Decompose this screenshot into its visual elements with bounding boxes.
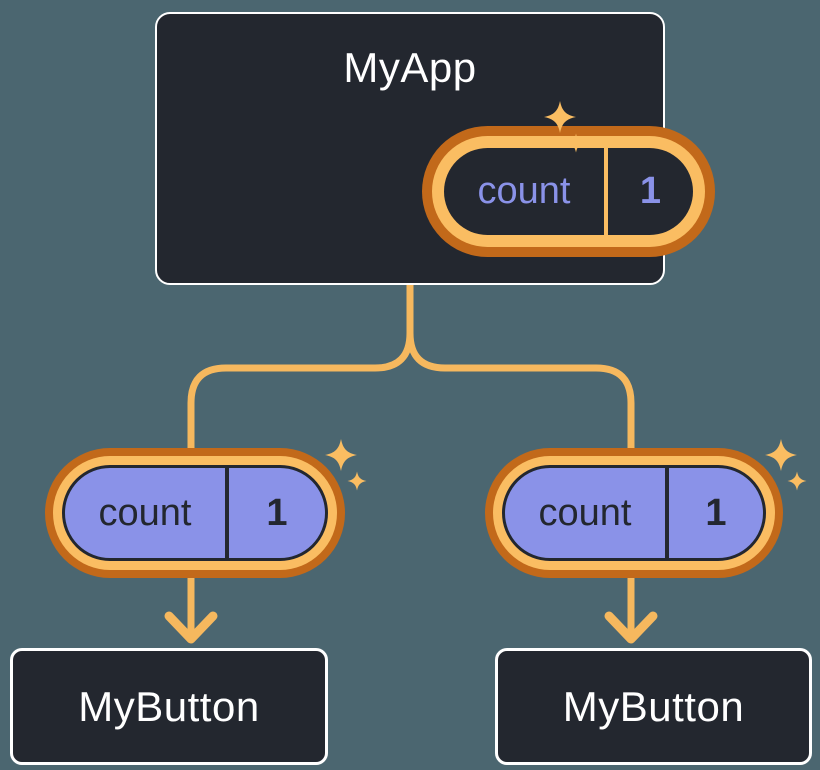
state-badge-content: count 1	[444, 148, 693, 235]
node-myapp-label: MyApp	[343, 44, 477, 91]
arrow-down-icon	[164, 611, 218, 644]
prop-badge-ring: count 1	[493, 456, 775, 570]
prop-value: 1	[705, 491, 727, 534]
prop-divider	[225, 468, 229, 558]
prop-badge-left: count 1	[45, 448, 345, 578]
state-badge-root: count 1	[422, 126, 715, 257]
node-mybutton-left-label: MyButton	[78, 682, 260, 730]
prop-badge-content: count 1	[502, 465, 766, 561]
state-badge-ring: count 1	[432, 136, 705, 247]
prop-badge-right: count 1	[485, 448, 783, 578]
node-mybutton-right-label: MyButton	[562, 682, 745, 730]
state-divider	[604, 148, 608, 235]
sparkles-icon	[544, 101, 586, 153]
prop-badge-content: count 1	[62, 465, 328, 561]
node-mybutton-left: MyButton	[10, 648, 328, 765]
prop-key: count	[538, 491, 632, 534]
arrow-down-icon	[604, 611, 658, 644]
state-key: count	[477, 170, 571, 212]
node-mybutton-right: MyButton	[495, 648, 812, 765]
node-myapp: MyApp count 1	[155, 12, 715, 285]
prop-divider	[665, 468, 669, 558]
sparkles-icon	[325, 439, 367, 491]
prop-value: 1	[266, 491, 288, 534]
state-value: 1	[639, 170, 662, 212]
sparkles-icon	[765, 439, 807, 491]
prop-key: count	[98, 491, 192, 534]
prop-badge-ring: count 1	[53, 456, 337, 570]
